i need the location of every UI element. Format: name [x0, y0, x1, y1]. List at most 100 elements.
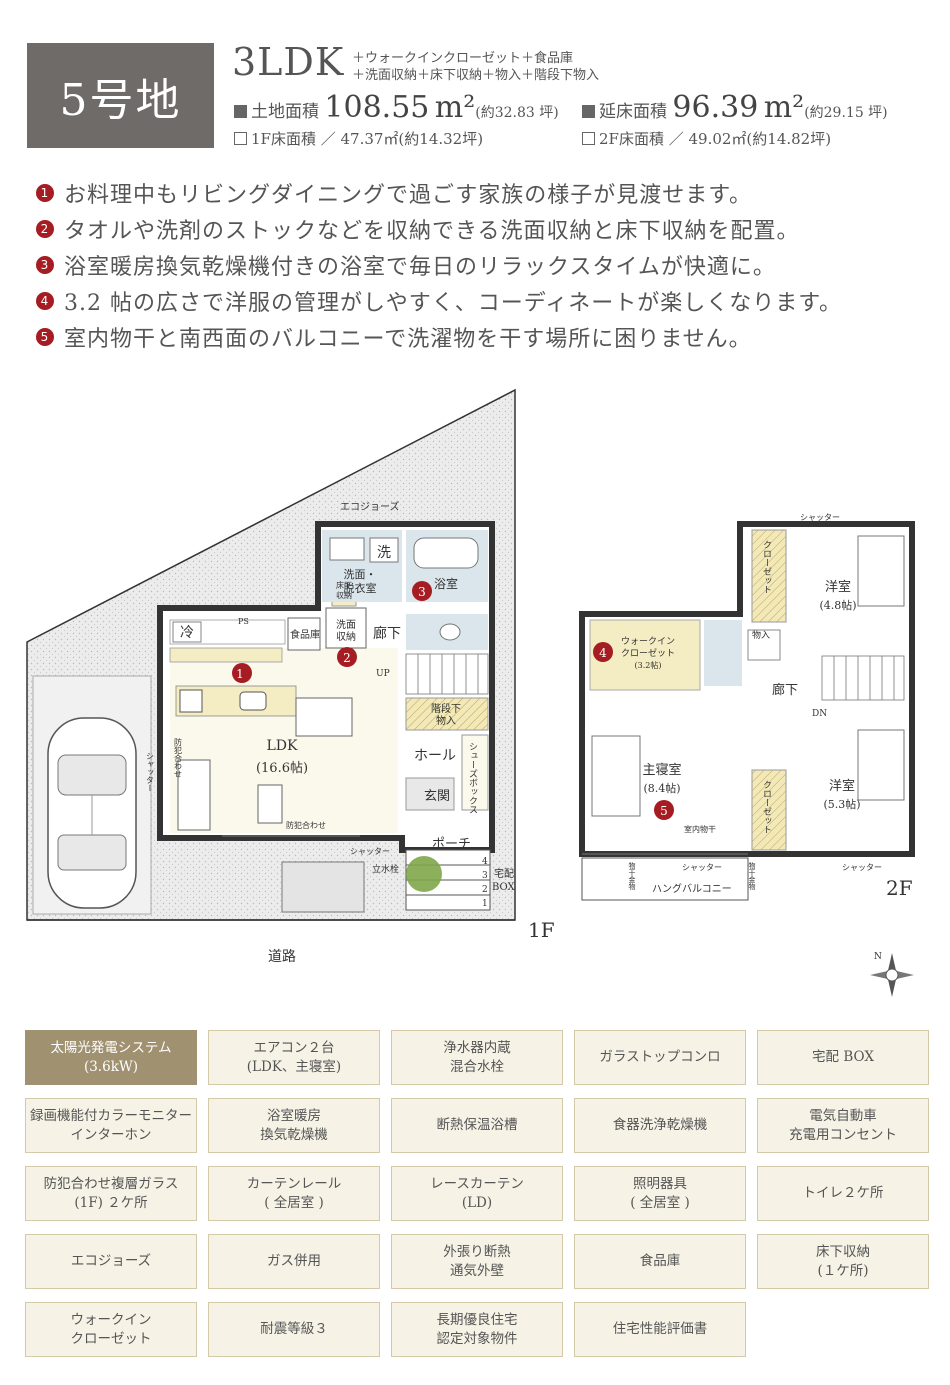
road-label: 道路	[268, 949, 296, 965]
svg-text:物入: 物入	[752, 629, 770, 641]
svg-text:シューズボックス: シューズボックス	[467, 742, 478, 814]
svg-text:シャッター: シャッター	[146, 752, 155, 792]
svg-text:洗: 洗	[377, 545, 391, 561]
equipment-item: トイレ２ケ所	[757, 1166, 929, 1221]
svg-text:ハングバルコニー: ハングバルコニー	[652, 882, 732, 895]
floor-plan: 1 2 3 エコジョーズ LDK (16.6帖) 冷 PS 食品庫 洗 洗面・ …	[0, 380, 950, 1000]
number-badge-icon: 5	[36, 328, 54, 346]
svg-text:物干金物: 物干金物	[748, 861, 756, 891]
svg-text:シャッター: シャッター	[800, 513, 840, 522]
lot-number: 5号地	[59, 74, 182, 126]
svg-text:防犯合わせ: 防犯合わせ	[174, 737, 183, 778]
svg-text:主寝室: 主寝室	[642, 762, 681, 778]
svg-text:クローゼット: クローゼット	[621, 647, 675, 659]
svg-text:玄関: 玄関	[424, 789, 450, 804]
svg-text:DN: DN	[812, 709, 827, 719]
empty-square-icon	[234, 132, 247, 145]
extras-line-2: ＋洗面収納＋床下収納＋物入＋階段下物入	[352, 68, 600, 83]
equipment-item: ウォークイン クローゼット	[25, 1302, 197, 1357]
equipment-item: ガス併用	[208, 1234, 380, 1289]
svg-text:UP: UP	[376, 669, 390, 679]
svg-text:物干金物: 物干金物	[628, 861, 636, 891]
svg-text:洗面: 洗面	[336, 619, 356, 631]
equipment-item: 食器洗浄乾燥機	[574, 1098, 746, 1153]
first-floor-area: 1F床面積 ／ 47.37㎡(約14.32坪)	[234, 128, 483, 149]
equipment-item: 耐震等級３	[208, 1302, 380, 1357]
equipment-item: 録画機能付カラーモニター インターホン	[25, 1098, 197, 1153]
total-floor-area-value: 96.39	[672, 90, 759, 125]
floor-1-label: 1F	[528, 918, 555, 942]
ldk-label: LDK	[267, 738, 299, 754]
number-badge-icon: 4	[36, 292, 54, 310]
svg-text:4: 4	[599, 646, 607, 660]
number-badge-icon: 1	[36, 184, 54, 202]
svg-text:収納: 収納	[336, 590, 352, 600]
equipment-item: ガラストップコンロ	[574, 1030, 746, 1085]
number-badge-icon: 3	[36, 256, 54, 274]
svg-text:物入: 物入	[436, 714, 456, 727]
svg-text:洋室: 洋室	[825, 579, 851, 595]
svg-text:収納: 収納	[336, 630, 356, 643]
equipment-item: 外張り断熱 通気外壁	[391, 1234, 563, 1289]
equipment-item: 断熱保温浴槽	[391, 1098, 563, 1153]
svg-text:PS: PS	[238, 617, 249, 626]
svg-text:BOX: BOX	[492, 882, 516, 893]
equipment-item: 浴室暖房 換気乾燥機	[208, 1098, 380, 1153]
total-floor-area: 延床面積 96.39 m²(約29.15 坪)	[582, 90, 888, 125]
svg-text:1: 1	[236, 667, 244, 681]
svg-text:2: 2	[482, 885, 488, 895]
svg-text:洗面・: 洗面・	[344, 568, 377, 581]
filled-square-icon	[234, 105, 247, 118]
svg-text:クローゼット: クローゼット	[761, 780, 772, 834]
svg-text:(3.2帖): (3.2帖)	[635, 660, 662, 670]
svg-text:食品庫: 食品庫	[290, 628, 320, 641]
equipment-item: エコジョーズ	[25, 1234, 197, 1289]
second-floor-plan: 4 5 シャッター クローゼット 洋室 (4.8帖) ウォークイン クローゼット…	[579, 513, 915, 901]
floor-2-label: 2F	[886, 876, 913, 900]
svg-text:ウォークイン: ウォークイン	[621, 636, 675, 647]
svg-text:洋室: 洋室	[829, 778, 855, 794]
empty-square-icon	[582, 132, 595, 145]
svg-text:シャッター: シャッター	[350, 847, 390, 856]
equipment-item: 浄水器内蔵 混合水栓	[391, 1030, 563, 1085]
svg-text:床下: 床下	[336, 580, 352, 590]
first-floor-plan: 1 2 3 エコジョーズ LDK (16.6帖) 冷 PS 食品庫 洗 洗面・ …	[26, 388, 516, 921]
equipment-item: 長期優良住宅 認定対象物件	[391, 1302, 563, 1357]
svg-text:(8.4帖): (8.4帖)	[643, 782, 680, 795]
svg-text:冷: 冷	[180, 625, 194, 641]
number-badge-icon: 2	[36, 220, 54, 238]
svg-text:階段下: 階段下	[431, 702, 461, 715]
svg-text:宅配: 宅配	[494, 867, 514, 880]
second-floor-area: 2F床面積 ／ 49.02㎡(約14.82坪)	[582, 128, 831, 149]
svg-text:脱衣室: 脱衣室	[344, 581, 377, 595]
svg-text:2: 2	[343, 651, 351, 665]
equipment-item: 電気自動車 充電用コンセント	[757, 1098, 929, 1153]
svg-text:1: 1	[482, 899, 488, 909]
svg-text:シャッター: シャッター	[682, 863, 722, 872]
svg-text:5: 5	[660, 804, 668, 818]
land-area: 土地面積 108.55 m²(約32.83 坪)	[234, 90, 559, 125]
ldk-size-label: (16.6帖)	[256, 761, 308, 776]
svg-text:(5.3帖): (5.3帖)	[823, 798, 860, 811]
svg-text:クローゼット: クローゼット	[761, 540, 772, 594]
equipment-item: レースカーテン (LD)	[391, 1166, 563, 1221]
svg-text:ポーチ: ポーチ	[432, 837, 471, 852]
equipment-item: 防犯合わせ複層ガラス (1F) ２ケ所	[25, 1166, 197, 1221]
svg-text:浴室: 浴室	[434, 576, 458, 591]
equipment-item: カーテンレール ( 全居室 )	[208, 1166, 380, 1221]
equipment-item: 宅配 BOX	[757, 1030, 929, 1085]
svg-text:立水栓: 立水栓	[372, 863, 399, 875]
equipment-item: 住宅性能評価書	[574, 1302, 746, 1357]
svg-text:N: N	[874, 952, 882, 962]
equipment-item: 食品庫	[574, 1234, 746, 1289]
svg-text:3: 3	[418, 585, 426, 599]
svg-text:室内物干: 室内物干	[684, 824, 716, 834]
ecojoze-label: エコジョーズ	[340, 500, 400, 513]
svg-text:(4.8帖): (4.8帖)	[819, 599, 856, 612]
svg-text:防犯合わせ: 防犯合わせ	[286, 820, 326, 830]
